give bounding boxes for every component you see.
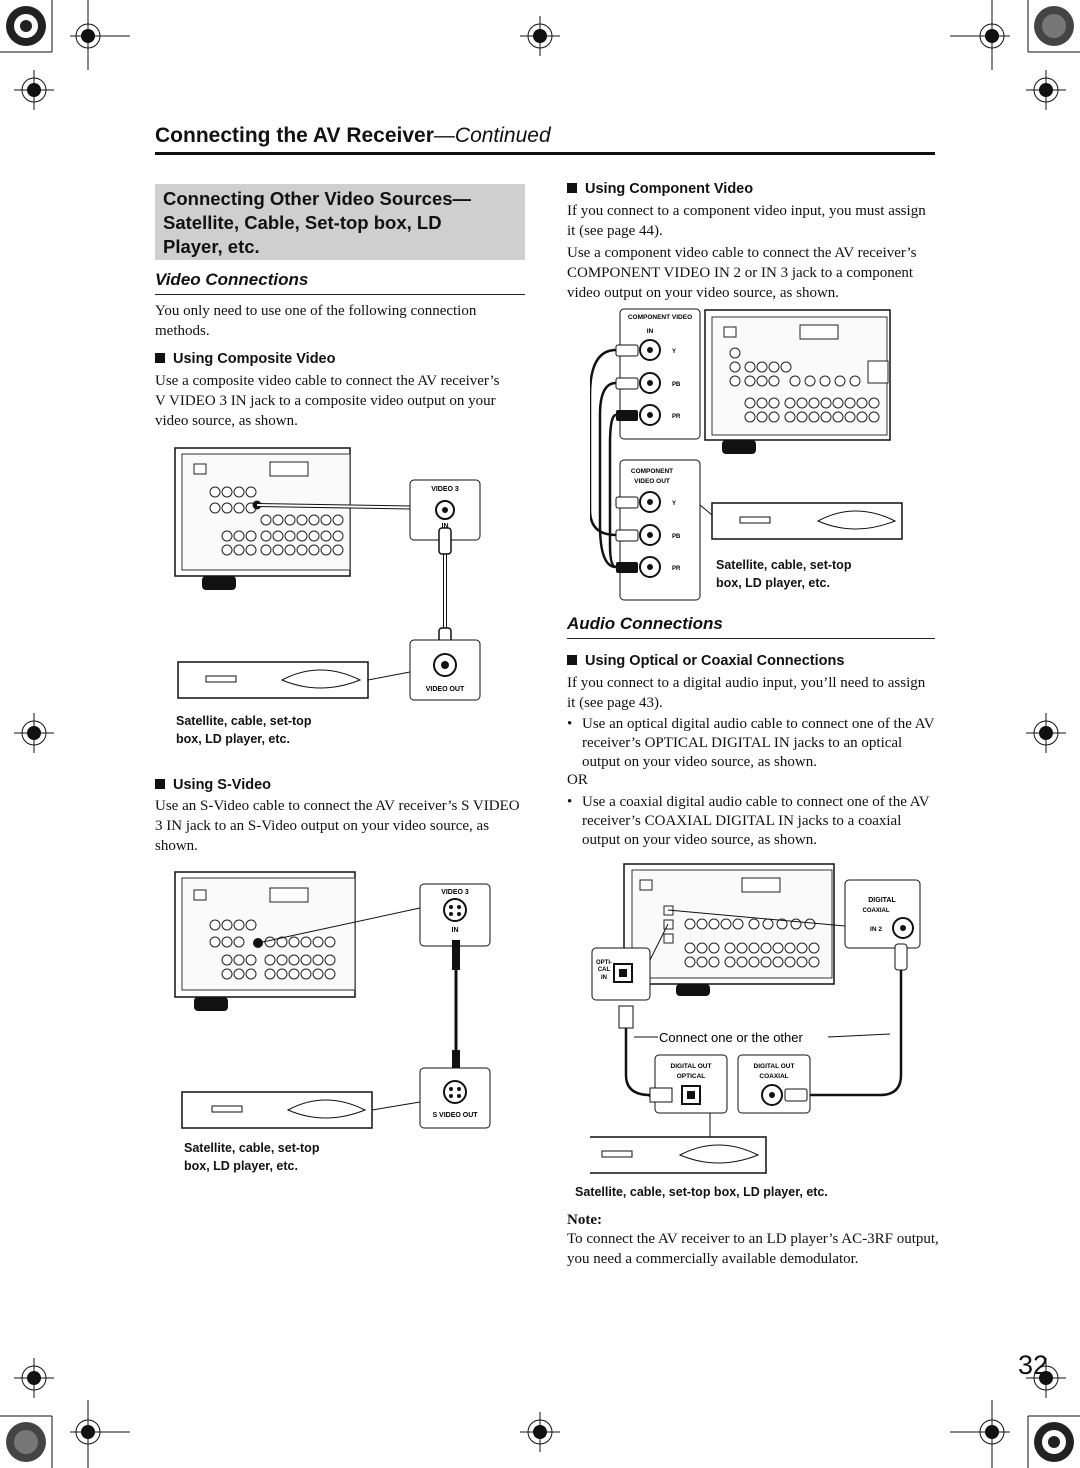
or-text: OR	[567, 772, 588, 788]
video-connections-heading: Video Connections	[155, 270, 309, 289]
note-text: To connect the AV receiver to an LD play…	[567, 1231, 939, 1267]
svideo-caption: Satellite, cable, set-top box, LD player…	[184, 1141, 320, 1173]
digital-audio-diagram: DIGITAL COAXIAL IN 2 OPTI- CAL IN Connec…	[590, 863, 921, 1174]
coaxial-bullet: • Use a coaxial digital audio cable to c…	[567, 793, 937, 850]
svideo-in-label-top: VIDEO 3	[441, 889, 469, 896]
component-body-2: Use a component video cable to connect t…	[567, 245, 917, 301]
component-out-pr: PR	[672, 566, 681, 572]
video-intro-text: You only need to use one of the followin…	[155, 303, 477, 339]
header-continued: —Continued	[433, 124, 551, 147]
opti-label-1: OPTI-	[596, 960, 612, 966]
coax-out-label-1: DIGITAL OUT	[754, 1063, 795, 1070]
optical-bullet-text: Use an optical digital audio cable to co…	[582, 716, 935, 770]
composite-out-label: VIDEO OUT	[426, 686, 465, 693]
component-in-label: COMPONENT VIDEO	[628, 314, 692, 321]
header-title: Connecting the AV Receiver	[155, 124, 434, 147]
composite-in-label-bottom: IN	[442, 523, 449, 530]
component-out-y: Y	[672, 501, 676, 507]
section-title: Connecting Other Video Sources— Satellit…	[163, 188, 472, 257]
header-rule	[155, 152, 935, 155]
video-connections-rule	[155, 294, 525, 295]
component-body-1: If you connect to a component video inpu…	[567, 203, 926, 239]
page-header: Connecting the AV Receiver—Continued	[155, 124, 551, 148]
svideo-heading: Using S-Video	[155, 777, 271, 793]
coaxial-label: COAXIAL	[863, 908, 890, 914]
component-in-pr: PR	[672, 414, 681, 420]
component-out-pb: PB	[672, 534, 681, 540]
composite-heading: Using Composite Video	[155, 351, 335, 367]
component-heading: Using Component Video	[567, 181, 753, 197]
optical-bullet: • Use an optical digital audio cable to …	[567, 715, 937, 772]
svideo-in-label-bottom: IN	[452, 927, 459, 934]
audio-connections-rule	[567, 638, 935, 639]
opti-label-2: CAL	[598, 967, 611, 973]
coax-out-label-2: COAXIAL	[759, 1073, 788, 1080]
optical-coaxial-heading: Using Optical or Coaxial Connections	[567, 653, 844, 669]
opt-out-label-1: DIGITAL OUT	[671, 1063, 712, 1070]
in2-label: IN 2	[870, 926, 882, 933]
page-number: 32	[1018, 1350, 1049, 1380]
section-title-box	[155, 184, 525, 260]
note-label: Note:	[567, 1212, 602, 1228]
opt-out-label-2: OPTICAL	[677, 1073, 706, 1080]
composite-video-diagram: VIDEO 3 IN VIDEO OUT	[174, 447, 481, 701]
component-in-pb: PB	[672, 382, 681, 388]
component-out-label-2: VIDEO OUT	[634, 478, 670, 485]
composite-caption: Satellite, cable, set-top box, LD player…	[176, 714, 312, 746]
component-in-y: Y	[672, 349, 676, 355]
component-out-label-1: COMPONENT	[631, 468, 673, 475]
digital-label: DIGITAL	[868, 897, 896, 904]
coaxial-bullet-text: Use a coaxial digital audio cable to con…	[582, 794, 930, 848]
svideo-diagram: VIDEO 3 IN S VIDEO OUT	[174, 871, 491, 1129]
svideo-body: Use an S-Video cable to connect the AV r…	[155, 798, 520, 854]
digital-caption: Satellite, cable, set-top box, LD player…	[575, 1185, 828, 1199]
composite-body: Use a composite video cable to connect t…	[155, 373, 500, 429]
optical-coaxial-body: If you connect to a digital audio input,…	[567, 675, 926, 711]
composite-in-label-top: VIDEO 3	[431, 486, 459, 493]
svideo-out-label: S VIDEO OUT	[432, 1112, 478, 1119]
audio-connections-heading: Audio Connections	[567, 614, 723, 633]
component-video-diagram: COMPONENT VIDEO IN Y PB PR COMPONENT VID…	[590, 308, 903, 601]
component-in-sub: IN	[647, 328, 654, 335]
component-caption: Satellite, cable, set-top box, LD player…	[716, 558, 852, 590]
connect-note: Connect one or the other	[659, 1030, 803, 1045]
opti-label-3: IN	[601, 975, 607, 981]
